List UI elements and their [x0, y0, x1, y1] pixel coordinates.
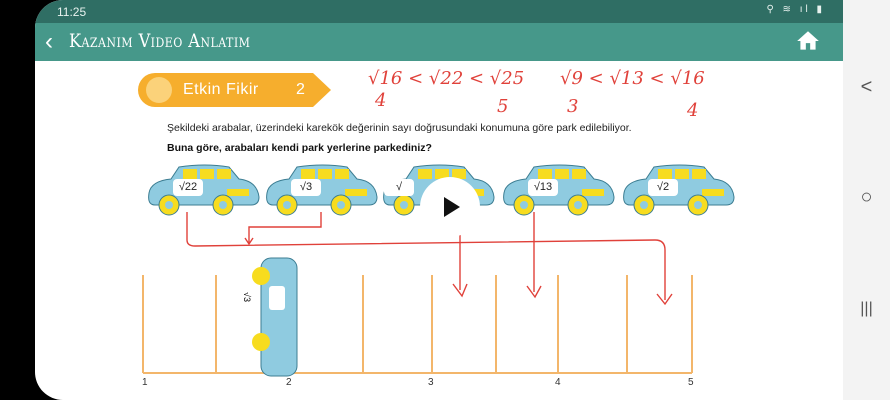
- number-line-label: 2: [286, 377, 292, 388]
- status-icons: ⚲ ≋ ıl ▮: [766, 4, 825, 15]
- brain-icon: [146, 77, 172, 103]
- question-text: Buna göre, arabaları kendi park yerlerin…: [167, 142, 432, 154]
- car-icon: [266, 164, 378, 216]
- car: √3: [263, 163, 379, 217]
- annotation-inequality-2: √9 < √13 < √16: [560, 68, 705, 89]
- play-button[interactable]: [420, 177, 480, 237]
- number-line-label: 5: [688, 377, 694, 388]
- annotation-2-high: 4: [687, 100, 699, 121]
- nav-back-icon[interactable]: <: [860, 76, 873, 98]
- annotation-1-high: 5: [497, 96, 509, 117]
- number-line-label: 4: [555, 377, 561, 388]
- car-icon: [623, 164, 735, 216]
- car: √22: [145, 163, 261, 217]
- instruction-text: Şekildeki arabalar, üzerindeki karekök d…: [167, 122, 632, 134]
- annotation-inequality-1: √16 < √22 < √25: [368, 68, 525, 89]
- car-icon: [503, 164, 615, 216]
- android-nav-bar: < ○ |||: [843, 0, 890, 400]
- status-bar: 11:25 ⚲ ≋ ıl ▮: [35, 0, 843, 23]
- number-line-label: 3: [428, 377, 434, 388]
- parked-car-label: √3: [241, 292, 252, 302]
- status-time: 11:25: [57, 5, 87, 19]
- annotation-1-low: 4: [375, 90, 387, 111]
- home-icon[interactable]: [795, 28, 821, 54]
- car: √13: [500, 163, 616, 217]
- number-line-label: 1: [142, 377, 148, 388]
- nav-recents-icon[interactable]: |||: [860, 300, 873, 317]
- nav-home-icon[interactable]: ○: [860, 186, 873, 208]
- phone-screen: 11:25 ⚲ ≋ ıl ▮ ‹ Kazanım Video Anlatım E…: [35, 0, 843, 400]
- car-label: √22: [173, 179, 203, 196]
- badge-title: Etkin Fikir: [183, 81, 259, 98]
- car-label: √3: [291, 179, 321, 196]
- etkin-fikir-badge: Etkin Fikir 2: [138, 73, 331, 107]
- badge-number: 2: [296, 81, 305, 98]
- car-label: √: [384, 179, 414, 196]
- annotation-2-low: 3: [567, 96, 579, 117]
- chevron-left-icon[interactable]: ‹: [45, 28, 53, 55]
- car: √2: [620, 163, 736, 217]
- app-bar: ‹ Kazanım Video Anlatım: [35, 23, 843, 61]
- page-title: Kazanım Video Anlatım: [69, 30, 251, 52]
- car-label: √2: [648, 179, 678, 196]
- car-icon: [148, 164, 260, 216]
- parked-car: [252, 257, 298, 377]
- car-label: √13: [528, 179, 558, 196]
